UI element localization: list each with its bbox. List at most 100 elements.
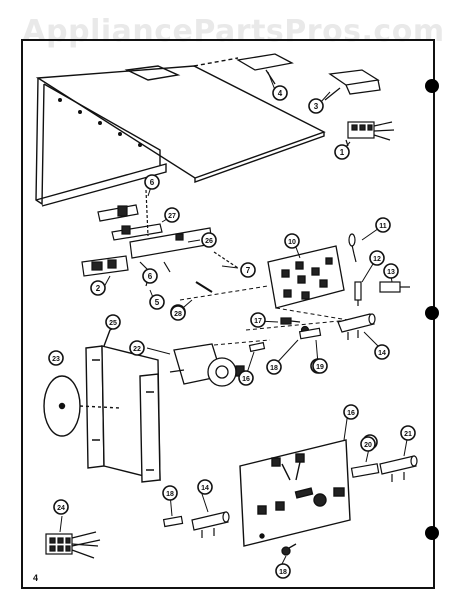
callout-circle	[284, 233, 300, 249]
terminal-block-part-1	[345, 121, 395, 147]
callout-19: 19	[312, 358, 328, 374]
callout-4: 4	[272, 85, 288, 101]
callout-28: 28	[170, 305, 186, 321]
callout-label: 13	[387, 269, 395, 276]
callout-circle	[400, 425, 416, 441]
disc-part-23	[43, 375, 121, 437]
callout-label: 6	[150, 178, 155, 187]
callout-circle	[360, 436, 376, 452]
page-number: 4	[33, 573, 39, 583]
callout-label: 14	[378, 350, 386, 357]
callout-circle	[266, 359, 282, 375]
callout-label: 4	[278, 89, 283, 98]
callout-label: 18	[279, 569, 287, 576]
callout-10: 10	[284, 233, 300, 249]
callout-circle	[250, 312, 266, 328]
resistor-part-19-upper	[298, 327, 322, 340]
callout-circle	[334, 144, 350, 160]
callout-circle	[164, 207, 180, 223]
callout-24: 24	[53, 499, 69, 515]
callout-circle	[105, 314, 121, 330]
switch-bracket-assembly	[81, 189, 239, 293]
callout-16: 16	[343, 404, 359, 420]
callout-circle	[149, 294, 165, 310]
callout-label: 18	[166, 491, 174, 498]
callout-26: 26	[201, 232, 217, 248]
callout-18: 18	[275, 563, 291, 579]
control-board-lower	[239, 439, 351, 547]
resistor-part-20-lower	[350, 463, 380, 478]
callout-label: 23	[52, 356, 60, 363]
callout-label: 10	[288, 239, 296, 246]
callout-circle	[201, 232, 217, 248]
callout-20: 20	[360, 436, 376, 452]
control-board-upper	[267, 245, 345, 309]
callout-25: 25	[105, 314, 121, 330]
harness-connector-part-24	[45, 531, 101, 559]
connector-part-13	[379, 281, 410, 293]
callout-circle	[312, 358, 328, 374]
callout-label: 27	[168, 213, 176, 220]
diode-part-17	[280, 317, 301, 325]
binder-hole-top	[425, 79, 439, 93]
chassis-part-25	[85, 323, 161, 483]
callout-circle	[383, 263, 399, 279]
terminal-part-14-upper	[337, 313, 376, 340]
binder-hole-middle	[425, 306, 439, 320]
callout-6: 6	[142, 268, 158, 284]
callout-label: 11	[379, 223, 387, 230]
callout-18: 18	[266, 359, 282, 375]
resistor-part-19-lower	[162, 515, 184, 528]
callout-label: 16	[242, 376, 250, 383]
callout-circle	[53, 499, 69, 515]
callout-23: 23	[48, 350, 64, 366]
callout-circle	[238, 370, 254, 386]
callout-label: 18	[270, 365, 278, 372]
binder-hole-bottom	[425, 526, 439, 540]
callout-label: 28	[174, 311, 182, 318]
callout-circle	[197, 479, 213, 495]
callout-1: 1	[334, 144, 350, 160]
callout-label: 22	[133, 346, 141, 353]
callout-2: 2	[90, 280, 106, 296]
callout-label: 14	[201, 485, 209, 492]
callout-18: 18	[162, 485, 178, 501]
callout-27: 27	[164, 207, 180, 223]
callout-label: 3	[314, 102, 319, 111]
callout-label: 24	[57, 505, 65, 512]
callout-circle	[272, 85, 288, 101]
callout-label: 19	[316, 364, 324, 371]
callout-label: 6	[148, 272, 153, 281]
callout-circle	[142, 268, 158, 284]
callout-circle	[275, 563, 291, 579]
screw-part-18-lower	[281, 543, 297, 556]
bracket-part-3	[324, 69, 381, 101]
callout-5: 5	[149, 294, 165, 310]
callout-circle	[240, 262, 256, 278]
callout-16: 16	[238, 370, 254, 386]
callout-7: 7	[240, 262, 256, 278]
callout-21: 21	[400, 425, 416, 441]
callout-circle	[129, 340, 145, 356]
fuse-part-12	[354, 281, 362, 306]
callout-circle	[162, 485, 178, 501]
callout-circle	[90, 280, 106, 296]
callout-label: 12	[373, 256, 381, 263]
terminal-part-21-lower	[379, 455, 418, 482]
callout-22: 22	[129, 340, 145, 356]
callout-circle	[375, 217, 391, 233]
fuse-part-11	[348, 233, 357, 263]
callout-label: 1	[340, 148, 345, 157]
callout-14: 14	[374, 344, 390, 360]
resistor-part-16-upper	[248, 341, 266, 353]
callout-circle	[369, 250, 385, 266]
callout-6: 6	[144, 174, 160, 190]
callout-17: 17	[250, 312, 266, 328]
callout-3: 3	[308, 98, 324, 114]
callout-label: 20	[364, 442, 372, 449]
callout-label: 17	[254, 318, 262, 325]
callout-circle	[308, 98, 324, 114]
callout-11: 11	[375, 217, 391, 233]
